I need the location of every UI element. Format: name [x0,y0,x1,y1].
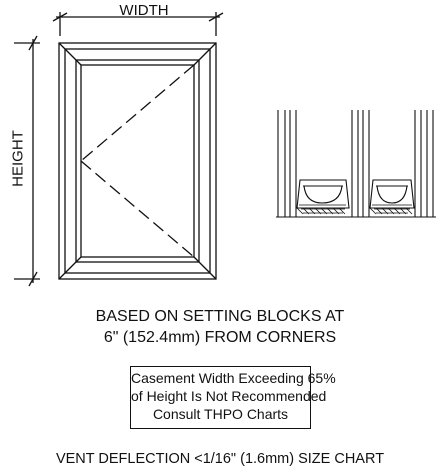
setting-block-hatch [296,204,413,215]
warning-line3: Consult THPO Charts [152,406,289,422]
setting-block-note-line1: BASED ON SETTING BLOCKS AT [95,308,345,325]
window-frame [58,42,217,280]
setting-block-note-line2: 6" (152.4mm) FROM CORNERS [103,329,337,346]
casement-swing-lines [80,64,195,258]
warning-line2: of Height Is Not Recommended [131,388,327,404]
warning-line1: Casement Width Exceeding 65% [131,370,336,386]
height-label: HEIGHT [9,130,27,187]
warning-box: Casement Width Exceeding 65% of Height I… [130,366,336,429]
width-dimension-line [52,12,224,36]
glazing-section-detail [276,110,436,218]
width-label: WIDTH [119,2,169,19]
chart-footer-label: VENT DEFLECTION <1/16" (1.6mm) SIZE CHAR… [55,451,385,467]
height-dimension-line [14,35,40,287]
